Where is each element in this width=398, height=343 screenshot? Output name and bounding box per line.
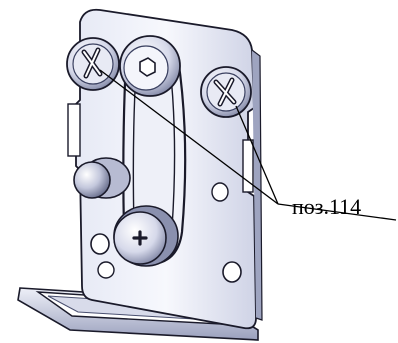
right-slot bbox=[242, 139, 254, 193]
hole-right-lower bbox=[222, 261, 242, 283]
hole-left-lower bbox=[97, 261, 115, 279]
round-knob bbox=[73, 157, 131, 199]
screw-head-right bbox=[200, 66, 252, 118]
phillips-screw bbox=[113, 205, 179, 267]
hex-socket-bolt bbox=[119, 35, 181, 97]
hole-right-upper bbox=[211, 182, 229, 202]
screw-head-left bbox=[66, 37, 120, 91]
hole-left-upper bbox=[90, 233, 110, 255]
left-slot bbox=[67, 103, 81, 157]
leader-lines bbox=[99, 69, 397, 221]
callout-label: поз.114 bbox=[292, 194, 361, 219]
